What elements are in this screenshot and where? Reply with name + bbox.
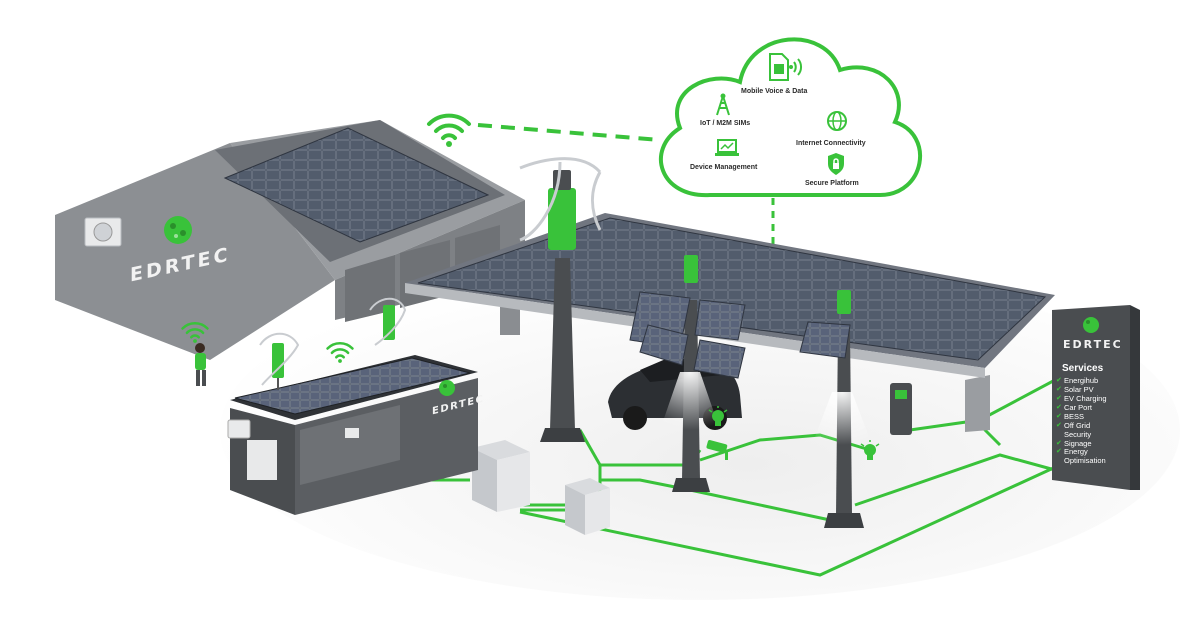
solar-street-light-1 [629, 255, 746, 492]
signage-service-label: Energihub [1064, 376, 1099, 385]
signage-service-item: ✔BESS [1056, 411, 1116, 422]
battery-cabinet-2 [565, 478, 610, 535]
laptop-chart-icon [715, 139, 739, 156]
wind-turbine-tower [519, 157, 602, 442]
signage-brand-name: EDRTEC [1063, 338, 1123, 351]
cloud-item-mobile-voice-data: Mobile Voice & Data [741, 88, 808, 95]
container-turbine-2 [369, 297, 407, 346]
container-turbine-1 [259, 332, 300, 390]
bess-container [227, 355, 478, 515]
container-logo-icon [439, 380, 455, 396]
signage-service-item: ✔Solar PV [1056, 384, 1116, 395]
signage-services-heading: Services [1062, 363, 1104, 374]
check-icon: ✔ [1056, 412, 1062, 420]
warehouse-logo-icon [164, 216, 192, 244]
signage-service-item: ✔Car Port [1056, 402, 1116, 413]
sim-card-signal-icon [769, 53, 802, 81]
check-icon: ✔ [1056, 439, 1062, 447]
signage-services-list: ✔Energihub✔Solar PV✔EV Charging✔Car Port… [1056, 376, 1116, 466]
signage-logo-icon [1083, 317, 1099, 333]
signage-service-label: Off Grid Security [1064, 420, 1092, 439]
person-with-phone [195, 343, 206, 386]
signage-service-item: ✔Energihub [1056, 376, 1116, 386]
signage-service-item: ✔Off Grid Security [1056, 420, 1116, 439]
cloud-item-iot-m2m-sims: IoT / M2M SIMs [700, 120, 751, 127]
battery-cabinet-1 [472, 440, 530, 512]
cloud-item-secure-platform: Secure Platform [805, 180, 859, 187]
signage-service-label: EV Charging [1064, 393, 1107, 403]
signage-service-label: BESS [1064, 411, 1085, 421]
wifi-icon [181, 322, 209, 343]
signage-service-label: Car Port [1064, 402, 1092, 412]
cloud-item-internet-connectivity: Internet Connectivity [796, 140, 866, 147]
signage-service-item: ✔EV Charging [1056, 393, 1116, 404]
signage-service-item: ✔Signage [1056, 438, 1116, 449]
shield-lock-icon [828, 153, 844, 175]
signage-service-label: Signage [1064, 438, 1092, 448]
ev-charger [890, 383, 912, 435]
check-icon: ✔ [1056, 448, 1062, 456]
check-icon: ✔ [1056, 385, 1062, 393]
wifi-icon [427, 113, 471, 147]
check-icon: ✔ [1056, 403, 1062, 411]
wireless-link-line [477, 123, 661, 142]
signage-totem [1052, 305, 1140, 490]
cloud-item-device-management: Device Management [690, 164, 758, 171]
light-bulb-icon [860, 440, 880, 460]
check-icon: ✔ [1056, 394, 1062, 402]
globe-icon [827, 111, 847, 131]
solar-street-light-2 [799, 290, 872, 528]
signage-service-label: Energy Optimisation [1064, 447, 1106, 466]
signage-service-label: Solar PV [1064, 384, 1094, 394]
signage-service-item: ✔Energy Optimisation [1056, 448, 1116, 465]
check-icon: ✔ [1056, 421, 1062, 429]
cloud-connectivity [659, 37, 922, 198]
warehouse-solar-array [223, 127, 490, 243]
wifi-icon [326, 342, 354, 363]
light-bulb-icon [708, 406, 728, 426]
check-icon: ✔ [1056, 377, 1062, 384]
cell-tower-icon [716, 93, 730, 116]
carport-solar-array [417, 217, 1047, 361]
cctv-camera-icon [706, 439, 728, 460]
